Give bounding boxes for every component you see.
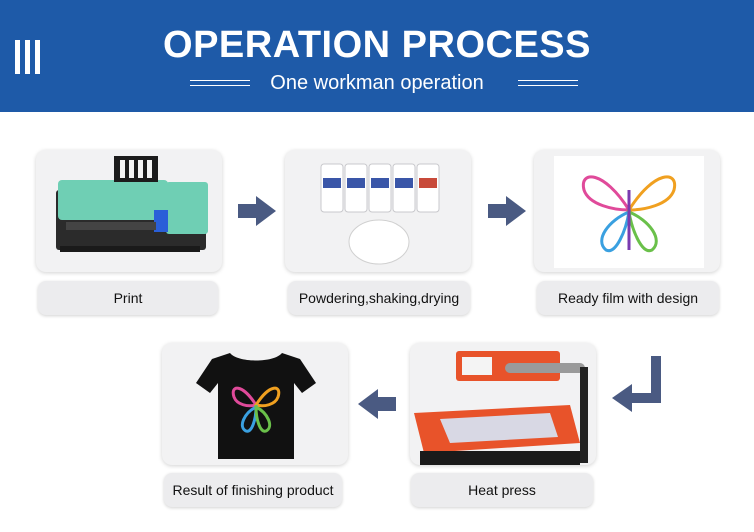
step-film-label: Ready film with design [537, 281, 719, 315]
butterfly-film-image [554, 156, 704, 268]
step-result-label: Result of finishing product [164, 473, 342, 507]
step-heatpress-card [410, 343, 596, 465]
ink-bottles-and-powder-image [320, 163, 440, 265]
arrow-right-icon [488, 196, 526, 226]
subtitle-right-line [518, 80, 578, 86]
step-print-card [36, 150, 222, 272]
page-title: OPERATION PROCESS [163, 24, 591, 66]
step-result-card [162, 343, 348, 465]
menu-bars-icon [15, 40, 43, 74]
arrow-right-icon [238, 196, 276, 226]
step-powdering-label: Powdering,shaking,drying [288, 281, 470, 315]
subtitle-left-line [190, 80, 250, 86]
page-subtitle: One workman operation [270, 72, 484, 94]
arrow-down-left-icon [612, 356, 661, 412]
printer-image [56, 156, 208, 252]
step-print-label: Print [38, 281, 218, 315]
step-powdering-card [285, 150, 471, 272]
step-film-card [534, 150, 720, 272]
header-banner: OPERATION PROCESS One workman operation [0, 0, 754, 112]
arrow-left-icon [358, 389, 396, 419]
printed-tshirt-image [196, 353, 316, 459]
step-heatpress-label: Heat press [411, 473, 593, 507]
heat-press-machine-image [414, 351, 588, 465]
